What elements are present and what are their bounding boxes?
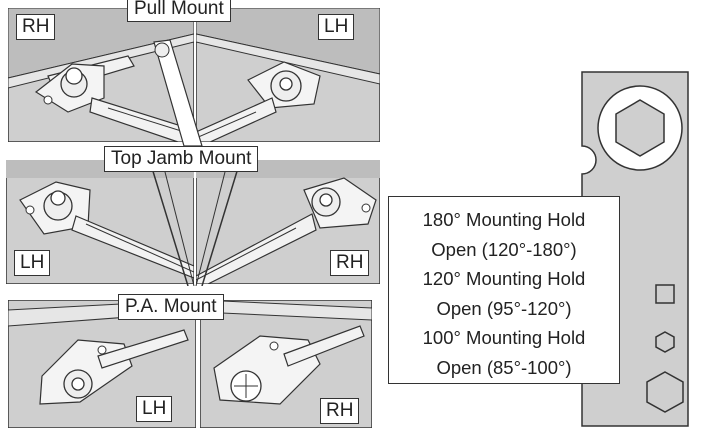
pull-mount-rh-label: RH [16, 14, 56, 40]
top-jamb-center-arms [151, 168, 239, 286]
hold-open-legend: 180° Mounting Hold Open (120°-180°) 120°… [388, 196, 620, 384]
pull-mount-title: Pull Mount [127, 0, 231, 22]
hex-socket-medium [646, 371, 684, 413]
hold-open-line-5: 100° Mounting Hold [422, 327, 586, 348]
hex-socket-small [655, 331, 675, 353]
hold-open-line-1: 180° Mounting Hold [422, 209, 586, 230]
pull-mount-arm [153, 39, 203, 146]
pa-mount-title: P.A. Mount [118, 294, 224, 320]
pa-mount-rh-illustration [200, 300, 372, 428]
top-jamb-lh-label: LH [14, 250, 51, 276]
pa-mount-rh-label: RH [320, 398, 360, 424]
hex-socket-large [615, 99, 665, 157]
top-jamb-rh-label: RH [330, 250, 370, 276]
top-jamb-rh-illustration [196, 160, 380, 284]
top-jamb-right-panel [196, 160, 380, 284]
pull-mount-lh-label: LH [318, 14, 355, 40]
top-jamb-mount-title: Top Jamb Mount [104, 146, 259, 172]
pa-mount-right-panel [200, 300, 372, 428]
pull-mount-lh-illustration [196, 8, 380, 142]
hold-open-line-2: Open (120°-180°) [431, 238, 577, 260]
hold-open-line-3: 120° Mounting Hold [422, 268, 586, 289]
hold-open-line-4: Open (95°-120°) [436, 297, 572, 319]
pull-mount-right-panel [196, 8, 380, 142]
pa-mount-lh-label: LH [136, 396, 173, 422]
square-socket [655, 284, 675, 304]
hold-open-line-6: Open (85°-100°) [436, 356, 572, 378]
